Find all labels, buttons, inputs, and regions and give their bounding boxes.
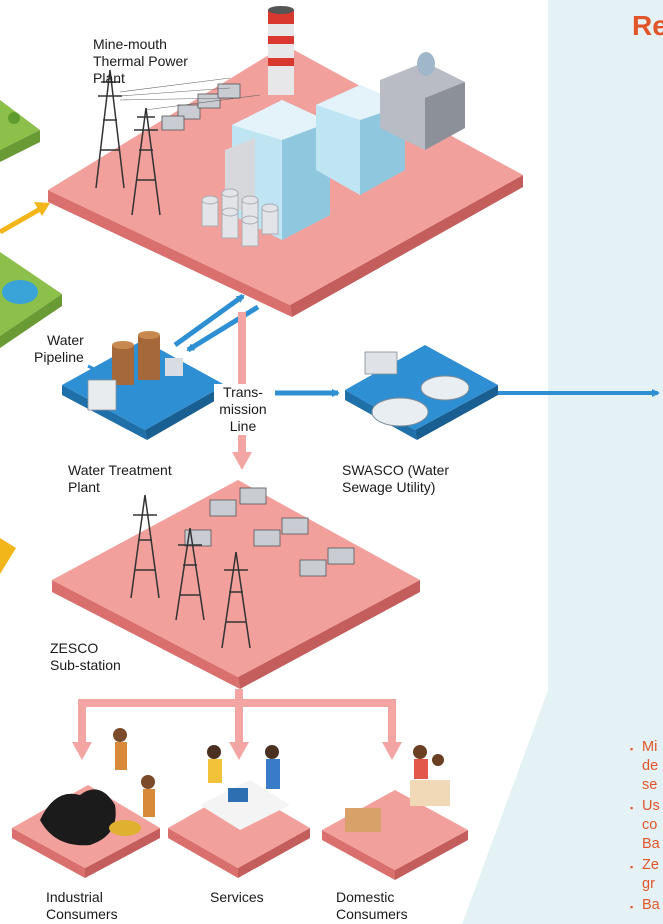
label-water-pipeline: Water Pipeline (34, 332, 84, 365)
left-green-island-pond (0, 252, 62, 348)
water-treatment-platform (62, 331, 225, 440)
left-yellow-block (0, 538, 16, 574)
bullet-marker: ▪ (630, 902, 634, 912)
bullet-text: gr (642, 876, 655, 892)
bullet-text: se (642, 777, 658, 793)
chimney (268, 6, 294, 95)
bullet-marker: ▪ (630, 862, 634, 872)
left-green-island-top (0, 100, 40, 162)
bullet-marker: ▪ (630, 744, 634, 754)
bullet-text: Us (642, 798, 660, 814)
plant-towers (95, 69, 161, 216)
right-panel-bg (462, 0, 663, 924)
right-panel-title: Re (632, 10, 663, 41)
label-services: Services (210, 889, 264, 905)
bullet-text: Ba (642, 897, 660, 913)
swasco-platform (345, 345, 498, 440)
label-transmission-line: Trans- mission Line (214, 384, 272, 435)
industrial-platform (12, 728, 160, 878)
bullet-text: Ze (642, 857, 659, 873)
bullet-text: Ba (642, 836, 660, 852)
bullet-text: co (642, 817, 658, 833)
domestic-platform (322, 745, 468, 880)
label-substation: ZESCO Sub-station (50, 640, 121, 673)
bullet-text: de (642, 758, 659, 774)
plant-switchyard (161, 83, 241, 131)
bullet-marker: ▪ (630, 803, 634, 813)
substation-towers (130, 494, 251, 649)
substation-platform (52, 480, 420, 689)
silos (201, 188, 279, 247)
label-swasco: SWASCO (Water Sewage Utility) (342, 462, 450, 495)
label-water-treatment: Water Treatment Plant (68, 462, 172, 495)
plant-wires (119, 77, 261, 111)
left-arrow-yellow (0, 202, 50, 235)
services-platform (168, 745, 310, 878)
label-domestic: Domestic Consumers (336, 889, 408, 922)
bullet-text: Mi (642, 739, 658, 755)
label-power-plant: Mine-mouth Thermal Power Plant (93, 36, 188, 86)
label-industrial: Industrial Consumers (46, 889, 118, 922)
distribution-arrows (72, 689, 402, 760)
